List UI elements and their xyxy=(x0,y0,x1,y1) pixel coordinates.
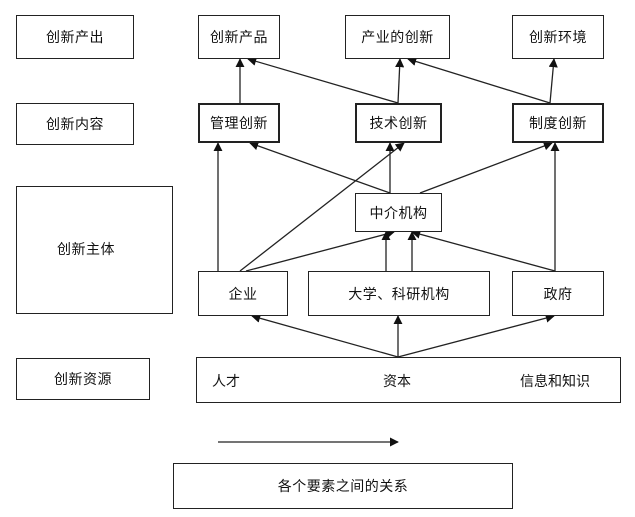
left-label-output: 创新产出 xyxy=(16,15,134,59)
arrow-enterprise-to-intermediary xyxy=(245,229,395,272)
arrow-government-to-intermediary xyxy=(411,229,556,272)
node-government-text: 政府 xyxy=(543,286,573,303)
left-label-content-text: 创新内容 xyxy=(46,117,104,133)
arrow-intermediary-to-management xyxy=(249,141,391,194)
left-label-subject-text: 创新主体 xyxy=(57,242,115,258)
node-intermediary: 中介机构 xyxy=(355,193,442,232)
left-label-subject: 创新主体 xyxy=(16,186,173,314)
node-innovation-product: 创新产品 xyxy=(198,15,280,59)
resource-knowledge: 信息和知识 xyxy=(520,374,590,390)
node-industry-innovation: 产业的创新 xyxy=(345,15,450,59)
arrow-tech-to-product xyxy=(247,56,399,104)
arrow-enterprise-to-tech xyxy=(239,142,405,272)
node-university-research-text: 大学、科研机构 xyxy=(348,286,450,303)
left-label-output-text: 创新产出 xyxy=(46,30,104,46)
node-intermediary-text: 中介机构 xyxy=(369,205,428,222)
node-innovation-environment: 创新环境 xyxy=(512,15,604,59)
arrow-institution-to-industry xyxy=(407,57,551,104)
left-label-content: 创新内容 xyxy=(16,103,134,145)
arrow-resource-to-government xyxy=(397,313,555,358)
node-government: 政府 xyxy=(512,271,604,316)
node-management-innovation-text: 管理创新 xyxy=(210,116,268,132)
node-institution-innovation-text: 制度创新 xyxy=(529,116,587,132)
left-label-resource: 创新资源 xyxy=(16,358,150,400)
arrow-resource-to-enterprise xyxy=(251,313,399,358)
node-institution-innovation: 制度创新 xyxy=(512,103,604,143)
arrow-intermediary-to-institution xyxy=(419,141,553,194)
node-industry-innovation-text: 产业的创新 xyxy=(361,30,434,46)
node-enterprise-text: 企业 xyxy=(228,286,258,303)
arrow-institution-to-environment xyxy=(548,58,558,104)
legend-caption-text: 各个要素之间的关系 xyxy=(277,479,409,495)
node-resources xyxy=(196,357,621,403)
node-university-research: 大学、科研机构 xyxy=(308,271,490,316)
node-management-innovation: 管理创新 xyxy=(198,103,280,143)
node-technology-innovation: 技术创新 xyxy=(355,103,442,143)
node-innovation-environment-text: 创新环境 xyxy=(529,30,587,46)
left-label-resource-text: 创新资源 xyxy=(54,372,112,388)
node-technology-innovation-text: 技术创新 xyxy=(369,116,428,132)
arrow-tech-to-industry xyxy=(395,58,405,104)
resource-capital: 资本 xyxy=(383,374,411,390)
node-enterprise: 企业 xyxy=(198,271,288,316)
resource-talent: 人才 xyxy=(212,374,240,390)
legend-caption-box: 各个要素之间的关系 xyxy=(173,463,513,509)
node-innovation-product-text: 创新产品 xyxy=(210,30,268,46)
